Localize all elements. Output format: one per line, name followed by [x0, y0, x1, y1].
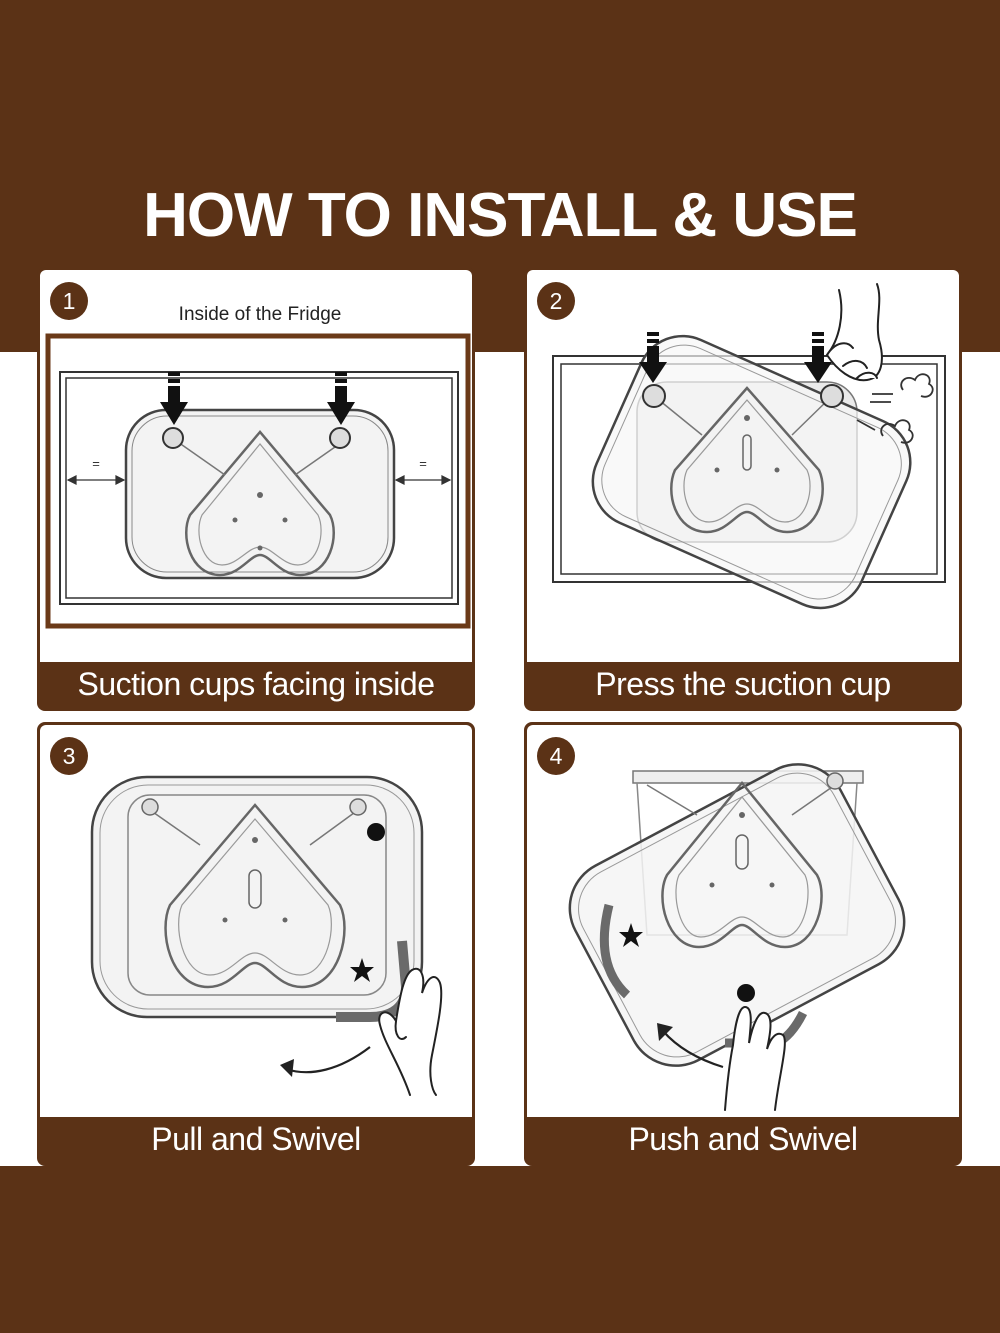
- tray-outline: [90, 775, 424, 1019]
- step-caption: Suction cups facing inside: [77, 666, 436, 702]
- step-number-badge: 1: [50, 282, 88, 320]
- fridge-label: Inside of the Fridge: [178, 304, 342, 325]
- swivel-arrow-icon: [657, 1023, 724, 1069]
- down-arrow-icon: [804, 332, 832, 383]
- push-swivel-diagram: [568, 763, 906, 1111]
- dot-marker: [367, 823, 385, 841]
- fridge-frame: [45, 333, 471, 629]
- step-4-illustration: 4: [527, 725, 959, 1117]
- step-number-badge: 2: [537, 282, 575, 320]
- heart-shape: [185, 430, 335, 577]
- step-card-4: 4 Push and Swivel: [524, 722, 962, 1166]
- step-card-1: = = 1 Inside of the Fridge Suction cups …: [37, 267, 475, 711]
- suction-cup-right: [820, 384, 844, 408]
- grip-edge: [599, 903, 631, 999]
- puff-icon: [856, 373, 934, 444]
- down-arrow-icon: [160, 372, 188, 425]
- gap-dimension-right: [394, 475, 452, 485]
- suction-cup-right: [329, 427, 351, 449]
- step-caption: Press the suction cup: [595, 666, 891, 702]
- step-number-badge: 3: [50, 737, 88, 775]
- step-number-badge: 4: [537, 737, 575, 775]
- fridge-frame: [552, 355, 946, 583]
- dot-marker: [737, 984, 755, 1002]
- step-3-illustration: 3: [40, 725, 472, 1117]
- hand-icon: [724, 1005, 786, 1111]
- step-card-2: 2 Press the suction cup: [524, 267, 962, 711]
- gap-dimension-left: [66, 475, 126, 485]
- step-caption: Push and Swivel: [628, 1121, 858, 1157]
- hand-icon: [378, 967, 443, 1096]
- heart-shape: [164, 803, 346, 989]
- equal-mark-right: =: [419, 456, 427, 471]
- suction-cup-left: [642, 384, 666, 408]
- equal-mark-left: =: [92, 456, 100, 471]
- star-marker: [619, 923, 643, 947]
- down-arrow-icon: [639, 332, 667, 383]
- hand-icon: [825, 283, 883, 382]
- page-title: HOW TO INSTALL & USE: [143, 181, 858, 250]
- step-2-illustration: 2: [527, 270, 959, 662]
- star-marker: [350, 958, 374, 982]
- tray-outline: [568, 763, 906, 1067]
- pull-swivel-diagram: [90, 775, 443, 1096]
- suction-cup-left: [162, 427, 184, 449]
- step-card-3: 3 Pull and Swivel: [37, 722, 475, 1166]
- fridge-mount-diagram: = =: [45, 333, 471, 629]
- step-1-illustration: = = 1 Inside of the Fridge: [40, 270, 472, 662]
- step-caption: Pull and Swivel: [151, 1121, 361, 1157]
- heart-shape: [670, 386, 824, 534]
- press-suction-diagram: [552, 283, 946, 610]
- down-arrow-icon: [327, 372, 355, 425]
- heart-shape: [661, 781, 823, 949]
- swivel-arrow-icon: [280, 1046, 371, 1077]
- footer-background: [0, 1166, 1000, 1333]
